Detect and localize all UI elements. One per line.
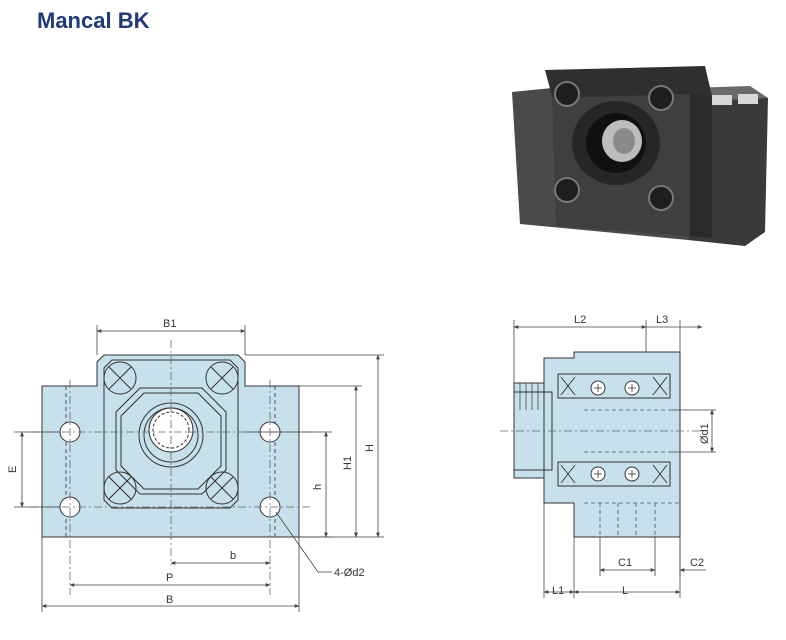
label-holes: 4-Ød2 xyxy=(334,567,365,579)
side-dimensions xyxy=(513,320,716,598)
front-dimensions xyxy=(14,325,384,612)
side-view xyxy=(500,351,700,538)
front-view xyxy=(30,340,310,595)
label-L2: L2 xyxy=(574,314,586,326)
label-C2: C2 xyxy=(690,557,704,569)
label-h: h xyxy=(312,484,324,490)
label-L: L xyxy=(622,585,628,597)
label-P: P xyxy=(166,572,173,584)
label-B: B xyxy=(166,594,173,606)
front-dimension-labels: B1 E h H1 H b P B 4-Ød2 xyxy=(7,318,376,606)
label-H: H xyxy=(364,444,376,452)
label-B1: B1 xyxy=(163,318,176,330)
product-photo xyxy=(512,66,768,246)
label-C1: C1 xyxy=(618,557,632,569)
label-L3: L3 xyxy=(656,314,668,326)
page-title: Mancal BK xyxy=(37,8,150,33)
label-b: b xyxy=(230,550,236,562)
side-body-outline xyxy=(543,351,681,538)
label-E: E xyxy=(7,466,19,473)
side-dimension-labels: L2 L3 Ød1 C1 C2 L1 L xyxy=(552,314,711,597)
label-H1: H1 xyxy=(342,456,354,470)
label-d1: Ød1 xyxy=(699,423,711,444)
label-L1: L1 xyxy=(552,585,564,597)
